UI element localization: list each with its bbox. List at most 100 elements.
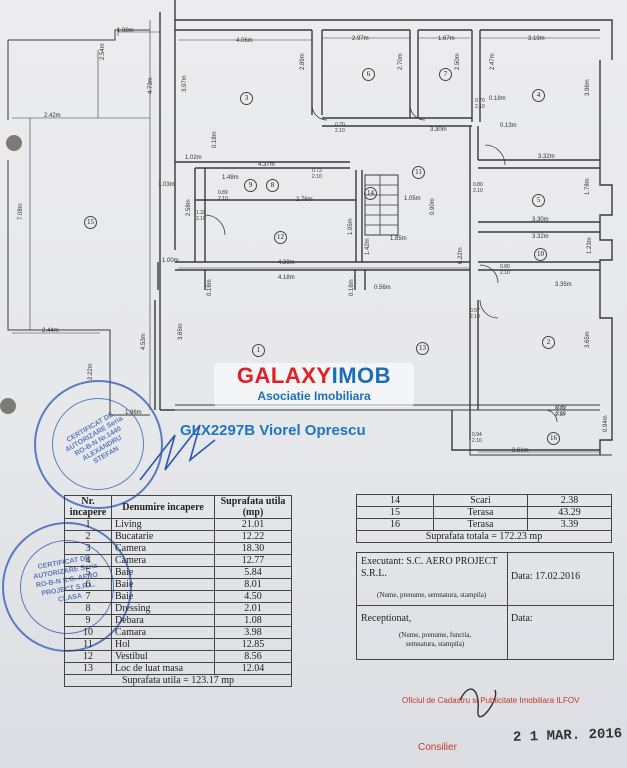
- door-label: 0.80 2.10: [473, 182, 483, 194]
- dimension-label: 3.30m: [430, 127, 447, 133]
- brand-tagline: Asociatie Imobiliara: [257, 389, 371, 403]
- room-name: Terasa: [433, 506, 528, 519]
- room-nr: 15: [356, 506, 434, 519]
- room-area: 4.50: [214, 590, 292, 603]
- room-name: Camara: [111, 626, 215, 639]
- door-label: 0.57 2.10: [470, 308, 480, 320]
- room-nr: 12: [64, 650, 112, 663]
- room-area: 2.38: [526, 494, 613, 507]
- room-nr: 2: [64, 530, 112, 543]
- room-nr: 3: [64, 542, 112, 555]
- dimension-label: 3.61m: [512, 448, 529, 454]
- room-name: Hol: [111, 638, 215, 651]
- col-header: Denumire incapere: [111, 495, 215, 519]
- room-nr: 16: [356, 518, 434, 531]
- dimension-label: 3.30m: [532, 217, 549, 223]
- dimension-label: 0.56m: [374, 285, 391, 291]
- signature-block: Executant: S.C. AERO PROJECT S.R.L. (Num…: [356, 552, 614, 660]
- door-label: 0.79 2.10: [556, 405, 566, 417]
- room-number-9: 9: [244, 179, 257, 192]
- dimension-label: 1.85m: [390, 236, 407, 242]
- room-nr: 8: [64, 602, 112, 615]
- brand-logo: GALAXYIMOB: [236, 363, 392, 388]
- room-number-6: 6: [362, 68, 375, 81]
- cadastre-role: Consilier: [418, 742, 457, 753]
- receptionat-date: Data:: [511, 613, 533, 624]
- room-number-12: 12: [274, 231, 287, 244]
- door-label: 0.94 2.10: [472, 432, 482, 444]
- room-area: 8.01: [214, 578, 292, 591]
- room-area: 12.04: [214, 662, 292, 675]
- room-number-10: 10: [534, 248, 547, 261]
- room-number-13: 13: [416, 342, 429, 355]
- dimension-label: 3.35m: [555, 282, 572, 288]
- room-name: Dressing: [111, 602, 215, 615]
- room-number-3: 3: [240, 92, 253, 105]
- executant-label: Executant: S.C. AERO PROJECT S.R.L.: [361, 556, 498, 579]
- room-name: Loc de luat masa: [111, 662, 215, 675]
- room-number-8: 8: [266, 179, 279, 192]
- rooms-total: Suprafata utila = 123.17 mp: [64, 674, 292, 687]
- room-nr: 4: [64, 554, 112, 567]
- col-header: Nr. incapere: [64, 495, 112, 519]
- room-area: 2.01: [214, 602, 292, 615]
- dimension-label: 4.18m: [278, 275, 295, 281]
- room-area: 5.84: [214, 566, 292, 579]
- room-number-16: 16: [547, 432, 560, 445]
- dimension-label: 2.42m: [44, 113, 61, 119]
- room-area: 3.98: [214, 626, 292, 639]
- room-name: Scari: [433, 494, 528, 507]
- room-number-11: 11: [412, 166, 425, 179]
- punch-hole: [6, 135, 22, 151]
- door-label: 0.70 2.10: [555, 406, 565, 418]
- room-nr: 7: [64, 590, 112, 603]
- room-number-1: 1: [252, 344, 265, 357]
- room-name: Baie: [111, 590, 215, 603]
- dimension-label: 2.44m: [42, 328, 59, 334]
- receptionat-label: Receptionat,: [361, 613, 412, 624]
- room-name: Debara: [111, 614, 215, 627]
- door-label: 0.70 2.10: [335, 122, 345, 134]
- room-nr: 9: [64, 614, 112, 627]
- room-area: 43.29: [526, 506, 613, 519]
- room-nr: 13: [64, 662, 112, 675]
- dimension-label: 3.32m: [538, 154, 555, 160]
- door-label: 0.70 2.10: [475, 98, 485, 110]
- room-nr: 5: [64, 566, 112, 579]
- room-nr: 10: [64, 626, 112, 639]
- room-nr: 11: [64, 638, 112, 651]
- room-name: Bucatarie: [111, 530, 215, 543]
- room-area: 3.39: [526, 518, 613, 531]
- room-name: Camera: [111, 554, 215, 567]
- col-header: Suprafata utila (mp): [214, 495, 292, 519]
- room-nr: 1: [64, 518, 112, 531]
- executant-date: Data: 17.02.2016: [511, 571, 581, 582]
- dimension-label: 1.00m: [162, 258, 179, 264]
- dimension-label: 2.97m: [352, 36, 369, 42]
- room-number-15: 15: [84, 216, 97, 229]
- room-name: Living: [111, 518, 215, 531]
- receptionat-note: (Nume, prenume, functia, semnatura, stam…: [398, 631, 472, 648]
- rooms-table: Nr. incapere Denumire incapere Suprafata…: [64, 495, 292, 687]
- galaxyimob-watermark: GALAXYIMOB Asociatie Imobiliara: [214, 363, 414, 407]
- cadastre-office-label: Oficiul de Cadastru si Publicitate Imobi…: [402, 696, 580, 705]
- dimension-label: 1.48m: [222, 175, 239, 181]
- dimension-label: 3.19m: [528, 36, 545, 42]
- dimension-label: 3.32m: [532, 234, 549, 240]
- dimension-label: 0.18m: [489, 96, 506, 102]
- executant-note: (Nume, prenume, semnatura, stampila): [377, 591, 487, 599]
- room-number-5: 5: [532, 194, 545, 207]
